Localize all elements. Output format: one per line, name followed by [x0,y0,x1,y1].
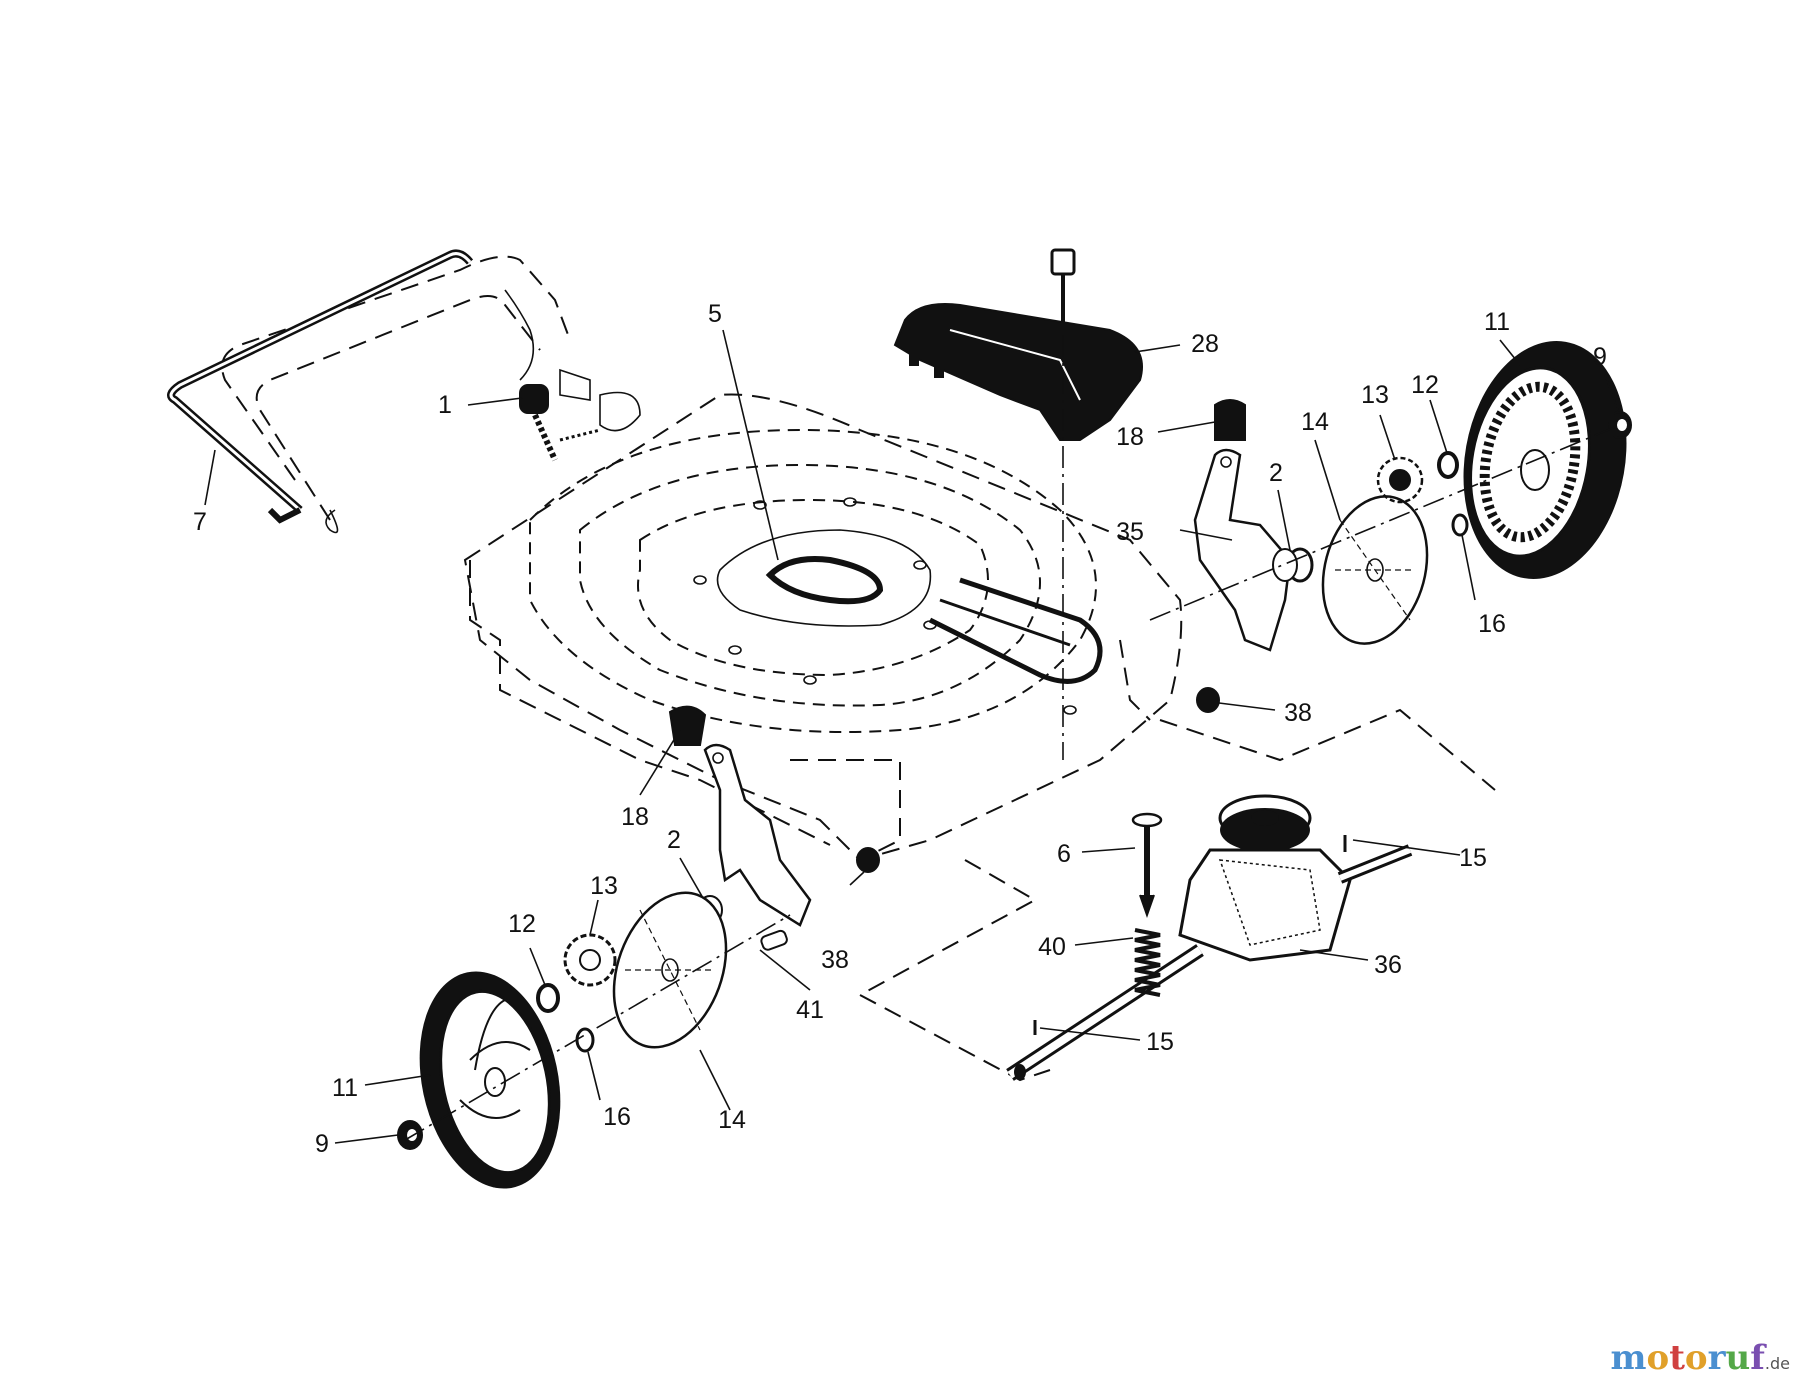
mower-deck-outline [463,393,1183,862]
callout-12-right: 12 [1411,371,1439,399]
callout-labels: 1 7 5 28 18 35 2 14 13 12 11 9 16 38 18 … [193,300,1607,1158]
callout-2-left: 2 [667,826,681,854]
transmission-boundary-top [1159,708,1496,791]
watermark-letter-u: u [1725,1338,1751,1378]
handle-part-7 [167,249,571,534]
hubcap-14-left [612,891,728,1049]
adjuster-cap-18-right [1214,399,1246,441]
cable-clip-part-1 [504,289,641,462]
callout-18-right: 18 [1116,423,1144,451]
watermark-logo: motoruf.de [1611,1338,1790,1378]
callout-18-left: 18 [621,803,649,831]
wheel-11-right [1463,341,1627,579]
washer-16-right [1451,513,1469,537]
transmission-boundary-left [859,859,1038,996]
left-bracket-part-41 [703,743,812,951]
washer-12-left [536,983,560,1013]
callout-16-left: 16 [603,1103,631,1131]
washer-12-right [1437,451,1459,479]
transmission-part-36 [1006,794,1413,1081]
callout-2-right: 2 [1269,459,1283,487]
nut-9-right [1608,411,1632,439]
right-bracket-part-35 [1193,448,1292,652]
watermark-letter-o1: o [1646,1338,1670,1378]
callout-15-lower: 15 [1146,1028,1174,1056]
belt-cover-part-28 [893,248,1143,760]
callout-11-left: 11 [332,1074,358,1102]
watermark-letter-o2: o [1684,1338,1708,1378]
spacer-2-right [1272,547,1314,583]
callout-9-right: 9 [1593,343,1607,371]
belt-part-5 [765,556,1103,684]
callout-28: 28 [1191,330,1219,358]
bolt-part-6 [1131,812,1163,919]
watermark-letter-f: f [1750,1338,1765,1378]
callout-7: 7 [193,508,207,536]
callout-38-left: 38 [821,946,849,974]
callout-35: 35 [1116,518,1144,546]
hubcap-14-right [1321,495,1429,645]
nut-38-left [856,847,880,873]
callout-5: 5 [708,300,722,328]
adjuster-cap-18-left [668,705,707,746]
watermark-letter-r: r [1707,1338,1726,1378]
wheel-11-left [419,971,561,1189]
callout-14-left: 14 [718,1106,746,1134]
watermark-letter-t: t [1669,1338,1685,1378]
watermark-letter-m: m [1610,1338,1647,1378]
callout-1: 1 [438,391,452,419]
gear-13-right [1376,456,1424,504]
spring-part-40 [1134,928,1161,997]
nut-9-left [397,1120,423,1150]
callout-36: 36 [1374,951,1402,979]
callout-15-upper: 15 [1459,844,1487,872]
watermark-domain: .de [1764,1354,1790,1373]
callout-41: 41 [796,996,824,1024]
callout-6: 6 [1057,840,1071,868]
nut-38-right [1196,687,1220,713]
gear-13-left [563,933,617,987]
callout-13-right: 13 [1361,381,1389,409]
callout-11-right: 11 [1484,308,1510,336]
callout-13-left: 13 [590,872,618,900]
leader-lines [204,329,1619,1144]
callout-16-right: 16 [1478,610,1506,638]
callout-9-left: 9 [315,1130,329,1158]
callout-38-right: 38 [1284,699,1312,727]
callout-14-right: 14 [1301,408,1329,436]
callout-40: 40 [1038,933,1066,961]
callout-12-left: 12 [508,910,536,938]
